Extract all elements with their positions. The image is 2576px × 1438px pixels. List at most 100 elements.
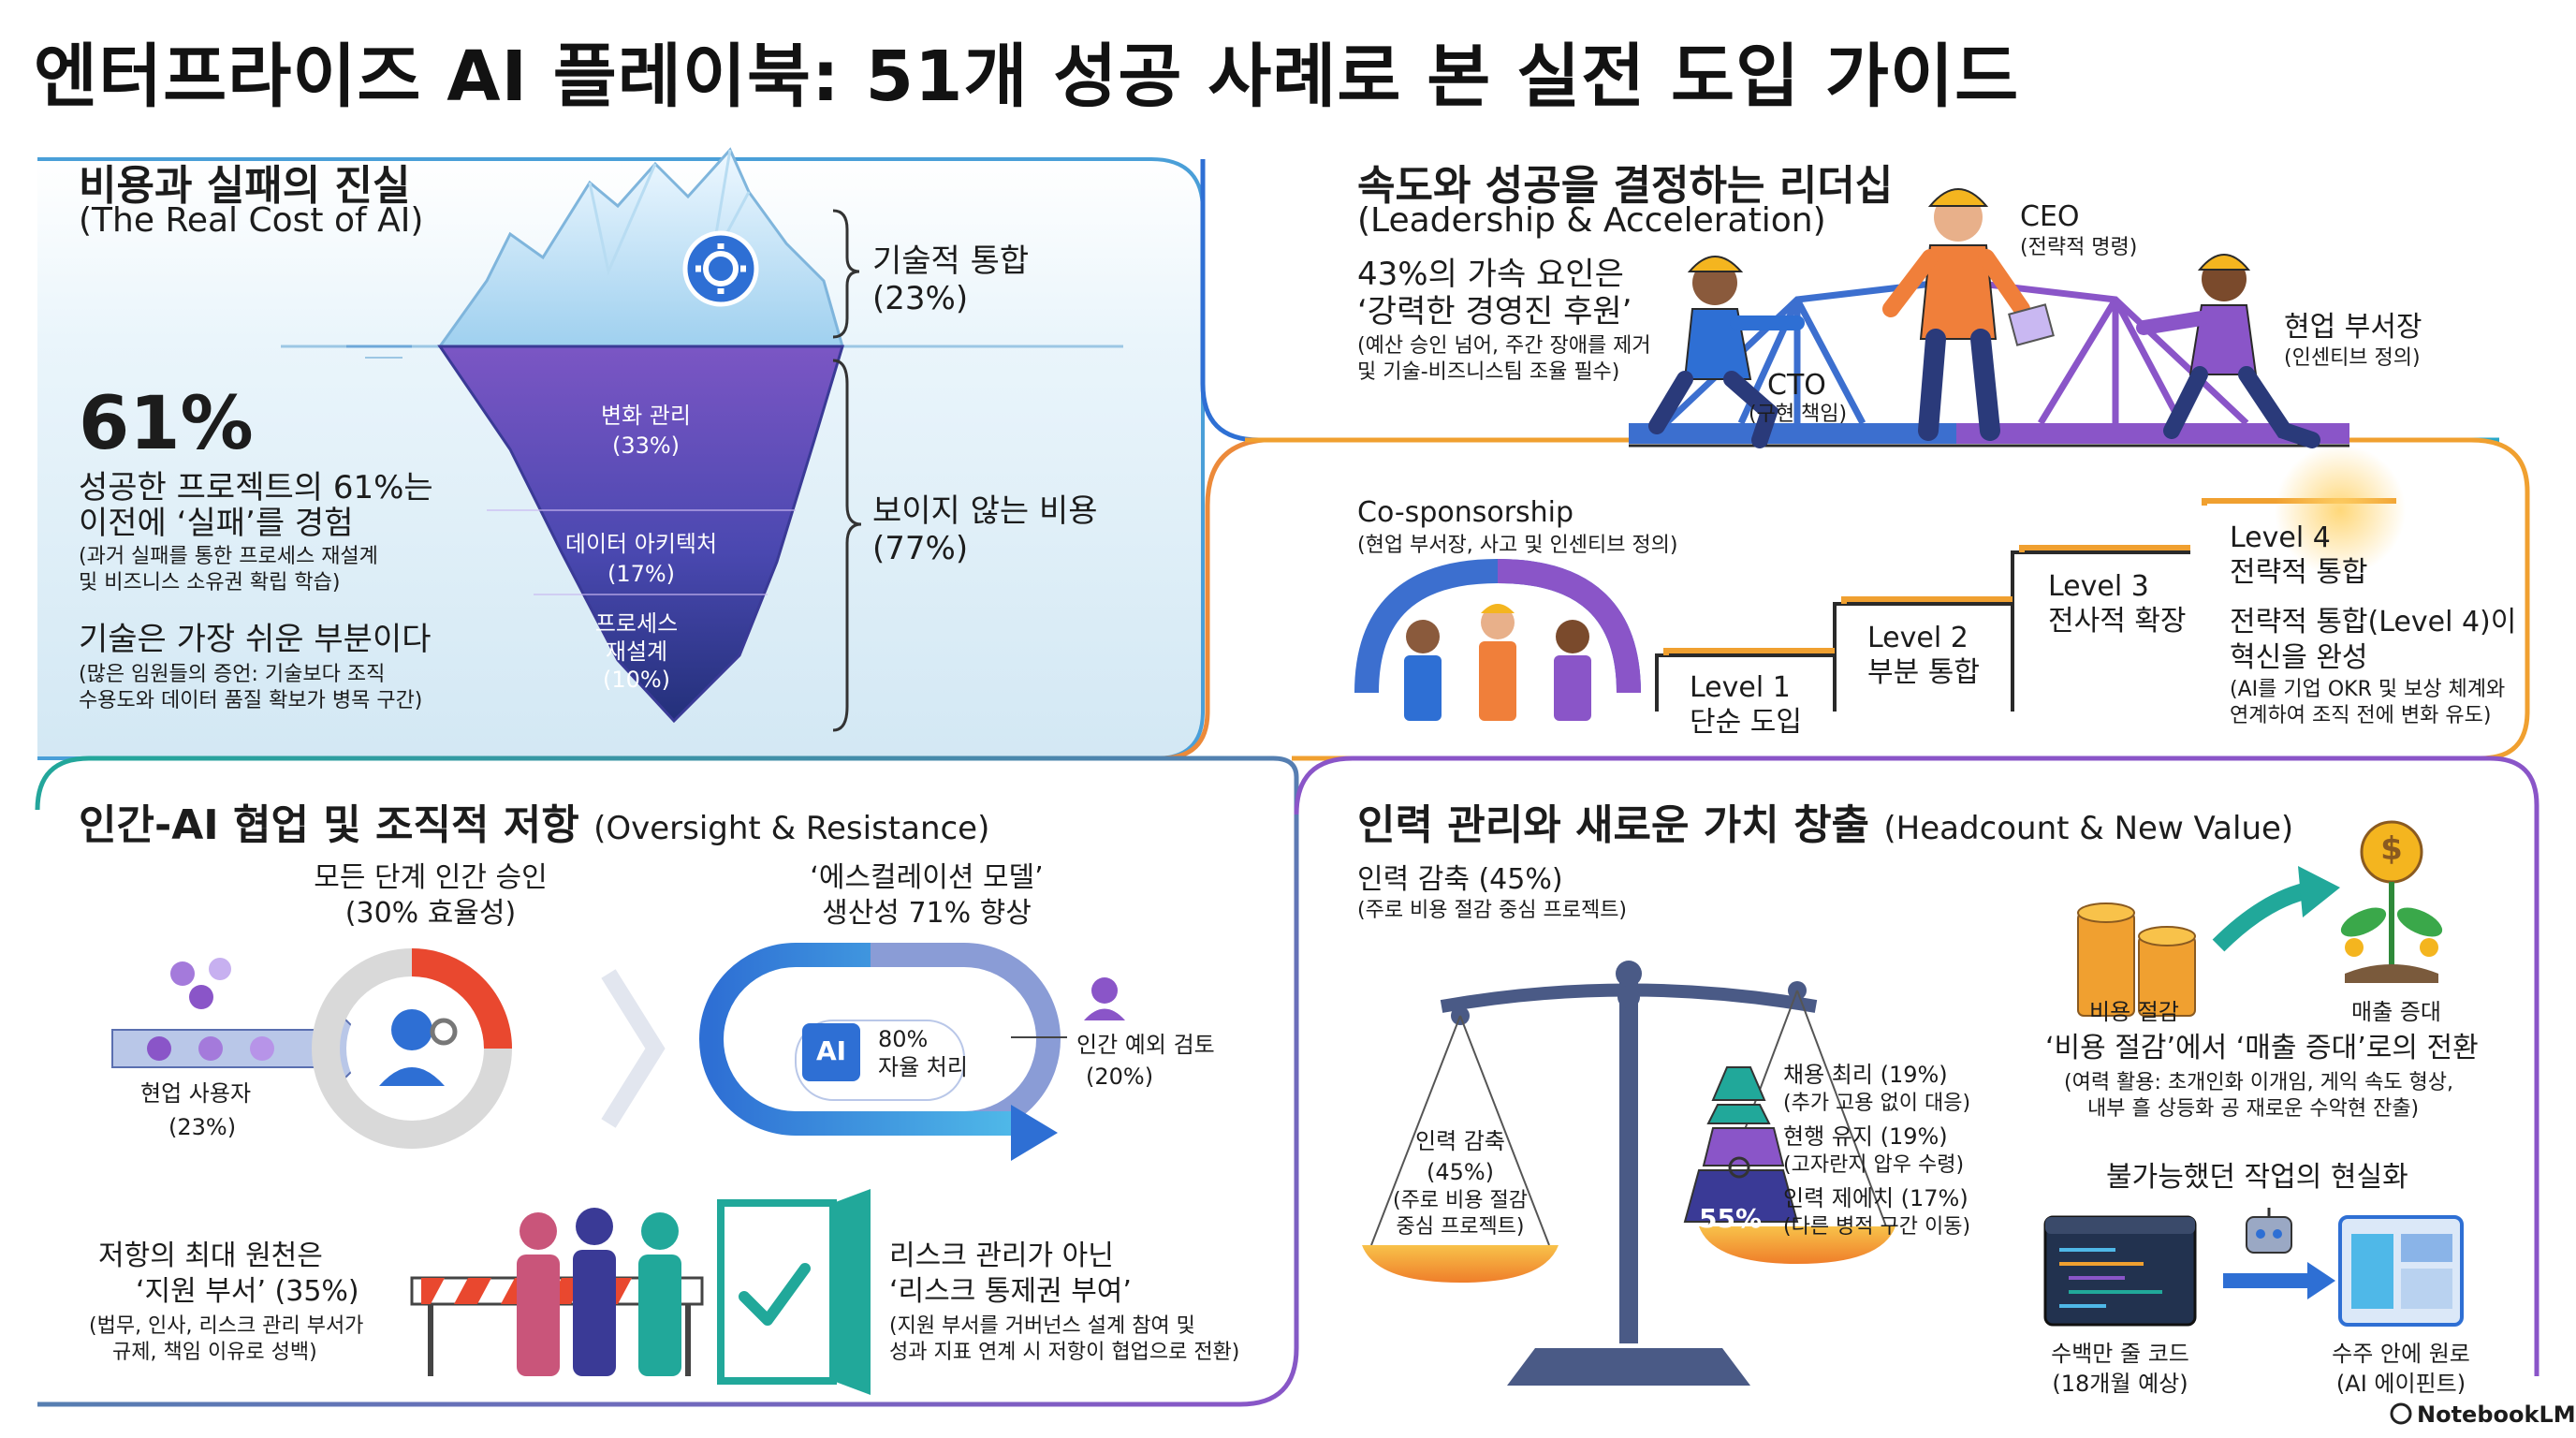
escalation-line2: 생산성 71% 향상: [822, 897, 1032, 930]
tech-easy-title: 기술은 가장 쉬운 부분이다: [79, 621, 432, 658]
cto-figure: [1648, 256, 1805, 448]
weight-total-pct: 55%: [1699, 1203, 1763, 1234]
ai-chip-icon: [802, 1023, 860, 1081]
hidden-cost-pct: (77%): [872, 530, 969, 567]
code-lines-note: (18개월 예상): [2052, 1371, 2188, 1397]
level4-title-line1: 전략적 통합(Level 4)이: [2230, 606, 2517, 638]
shift-note-line1: (여력 활용: 초개인화 이개임, 게익 속도 형상,: [2064, 1071, 2454, 1094]
growth-arrow-icon: [2298, 866, 2340, 917]
vp-role: (인센티브 정의): [2284, 346, 2421, 370]
human-ai-heading-en: (Oversight & Resistance): [593, 810, 990, 847]
notebooklm-icon: [2390, 1402, 2412, 1425]
failure-note-line1: (과거 실패를 통한 프로세스 재설계: [79, 545, 378, 568]
exception-review-pct: (20%): [1086, 1064, 1154, 1090]
data-architecture-pct: (17%): [607, 561, 676, 587]
resistance-figures: [517, 1208, 681, 1376]
revenue-label: 매출 증대: [2351, 999, 2441, 1025]
tech-integration-pct: (23%): [872, 280, 969, 317]
tech-easy-note-line1: (많은 임원들의 증언: 기술보다 조직: [79, 663, 386, 686]
approval-line2: (30% 효율성): [344, 897, 517, 930]
tech-easy-note-line2: 수용도와 데이터 품질 확보가 병목 구간): [79, 689, 423, 712]
level-3-name: Level 3: [2048, 570, 2149, 603]
level-1-desc: 단순 도입: [1690, 706, 1802, 739]
shift-note-line2: 내부 흘 상등화 공 재로운 수악현 잔출): [2087, 1097, 2420, 1121]
user-icon: [391, 1009, 432, 1050]
leadership-heading: 속도와 성공을 결정하는 리더십: [1357, 162, 1894, 210]
resistance-note-line1: (법무, 인사, 리스크 관리 부서가: [89, 1314, 364, 1338]
redeploy-label: 인력 제에치 (17%): [1783, 1185, 1969, 1211]
accel-note-line2: 및 기술-비즈니스팀 조율 필수): [1357, 360, 1620, 384]
hiring-freeze-label: 채용 최리 (19%): [1783, 1062, 1948, 1088]
tech-integration-label: 기술적 통합: [872, 242, 1030, 280]
money-plant-icon: [2340, 820, 2443, 983]
resistance-line1: 저항의 최대 원천은: [98, 1240, 323, 1272]
risk-control-line2: ‘리스크 통제권 부여’: [889, 1275, 1132, 1308]
business-user-label: 현업 사용자: [140, 1080, 252, 1107]
cost-heading: 비용과 실패의 진실: [79, 162, 411, 210]
cosponsor-title: Co-sponsorship: [1357, 496, 1574, 529]
impossible-work-title: 불가능했던 작업의 현실화: [2106, 1161, 2408, 1194]
gear-icon: [682, 230, 759, 307]
leadership-subheading: (Leadership & Acceleration): [1357, 201, 1826, 240]
level4-note-line1: (AI를 기업 OKR 및 보상 체계와: [2230, 678, 2506, 701]
human-ai-heading-ko: 인간-AI 협업 및 조직적 저항: [79, 801, 579, 849]
page-title: 엔터프라이즈 AI 플레이북: 51개 성공 사례로 본 실전 도입 가이드: [34, 37, 2020, 117]
ceo-label: CEO: [2020, 200, 2080, 233]
robot-icon: [2246, 1216, 2292, 1254]
data-architecture-label: 데이터 아키텍처: [564, 531, 718, 557]
level-4-name: Level 4: [2230, 521, 2331, 554]
level4-title-line2: 혁신을 완성: [2230, 641, 2368, 674]
vp-figure: [2008, 254, 2320, 448]
accel-factor-line1: 43%의 가속 요인은: [1357, 256, 1624, 293]
pan-note-line2: 중심 프로젝트): [1396, 1215, 1525, 1239]
level-4-desc: 전략적 통합: [2230, 556, 2368, 589]
failure-stat-line2: 이전에 ‘실패’를 경험: [79, 505, 354, 542]
ceo-figure: [1882, 188, 2030, 441]
vp-label: 현업 부서장: [2284, 311, 2422, 344]
headcount-heading: 인력 관리와 새로운 가치 창출 (Headcount & New Value): [1357, 791, 2293, 851]
code-lines-label: 수백만 줄 코드: [2051, 1341, 2189, 1367]
resistance-line2: ‘지원 부서’ (35%): [136, 1275, 359, 1308]
cosponsor-note: (현업 부서장, 사고 및 인센티브 정의): [1357, 534, 1678, 557]
accel-note-line1: (예산 승인 넘어, 주간 장애를 제거: [1357, 334, 1651, 358]
human-ai-heading: 인간-AI 협업 및 조직적 저항 (Oversight & Resistanc…: [79, 791, 989, 851]
process-redesign-label1: 프로세스: [594, 610, 679, 637]
level-2-desc: 부분 통합: [1867, 656, 1980, 689]
resistance-note-line2: 규제, 책임 이유로 성백): [112, 1341, 317, 1364]
process-redesign-label2: 재설계: [605, 638, 668, 665]
cost-subheading: (The Real Cost of AI): [79, 201, 424, 240]
pan-reduction-pct: (45%): [1426, 1159, 1495, 1185]
agent-complete-label: 수주 안에 원로: [2332, 1341, 2470, 1367]
exception-review-label: 인간 예외 검토: [1076, 1032, 1215, 1058]
autonomous-label: 자율 처리: [878, 1054, 968, 1080]
process-redesign-pct: (10%): [602, 667, 671, 693]
risk-control-note-line1: (지원 부서를 거버넌스 설계 참여 및: [889, 1314, 1195, 1338]
headcount-heading-en: (Headcount & New Value): [1883, 810, 2294, 847]
level-3-desc: 전사적 확장: [2048, 605, 2187, 638]
cosponsor-figures: [1404, 604, 1591, 721]
headcount-heading-ko: 인력 관리와 새로운 가치 창출: [1357, 801, 1870, 849]
ai-chip-label: AI: [815, 1035, 847, 1066]
failure-stat: 61%: [79, 382, 254, 466]
cost-cut-label: 비용 절감: [2089, 999, 2179, 1025]
hidden-cost-label: 보이지 않는 비용: [872, 492, 1098, 530]
redeploy-note: (다른 병적 구간 이동): [1783, 1215, 1971, 1239]
change-management-pct: (33%): [611, 433, 681, 459]
level-2-name: Level 2: [1867, 622, 1969, 654]
pan-reduction-label: 인력 감축: [1415, 1128, 1505, 1154]
failure-note-line2: 및 비즈니스 소유권 확립 학습): [79, 571, 341, 594]
notebooklm-brand: NotebookLM: [2417, 1401, 2576, 1428]
level4-note-line2: 연계하여 조직 전에 변화 유도): [2230, 704, 2492, 727]
dollar-symbol: $: [2380, 830, 2403, 868]
approval-line1: 모든 단계 인간 승인: [314, 861, 548, 894]
maintain-label: 현행 유지 (19%): [1783, 1123, 1948, 1150]
risk-control-note-line2: 성과 지표 연계 시 저항이 협업으로 전환): [889, 1341, 1240, 1364]
cto-role: (구현 책임): [1749, 403, 1848, 426]
shift-title: ‘비용 절감’에서 ‘매출 증대’로의 전환: [2045, 1032, 2479, 1064]
maintain-note: (고자란지 압우 수령): [1783, 1153, 1965, 1177]
reviewer-icon: [1091, 977, 1118, 1004]
autonomous-pct: 80%: [878, 1026, 929, 1052]
coin-stack-icon: [2077, 902, 2196, 1017]
failure-stat-line1: 성공한 프로젝트의 61%는: [79, 469, 433, 506]
